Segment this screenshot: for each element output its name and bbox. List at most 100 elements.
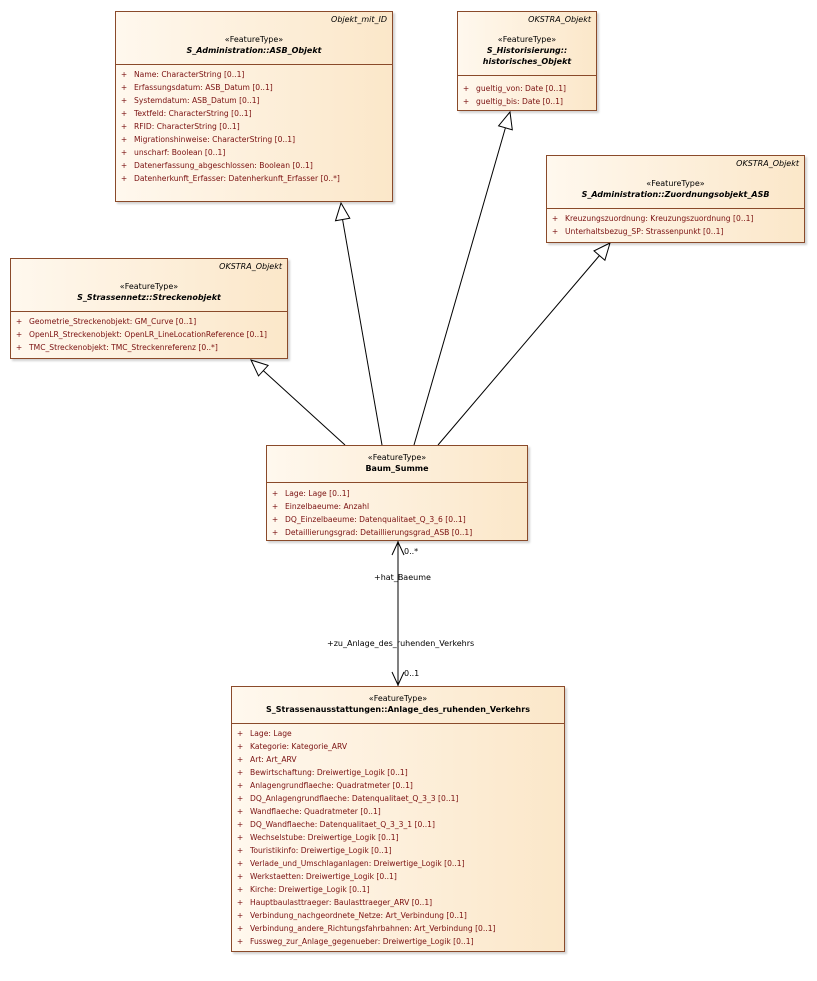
attribute-row: + Kreuzungszuordnung: Kreuzungszuordnung … <box>547 212 804 225</box>
attribute-row: +Bewirtschaftung: Dreiwertige_Logik [0..… <box>232 766 564 779</box>
visibility-marker: + <box>236 794 244 803</box>
attribute-list: + Lage: Lage [0..1] + Einzelbaeume: Anzahl… <box>267 487 527 539</box>
visibility-marker: + <box>120 122 128 131</box>
generalization-to-streckenobjekt <box>262 370 346 446</box>
attribute-text: Art: Art_ARV <box>250 755 297 764</box>
association-arrowhead-baum-summe <box>391 540 405 556</box>
visibility-marker: + <box>120 96 128 105</box>
visibility-marker: + <box>236 742 244 751</box>
attribute-text: Lage: Lage [0..1] <box>285 489 350 498</box>
visibility-marker: + <box>120 109 128 118</box>
attribute-row: +Datenherkunft_Erfasser: Datenherkunft_E… <box>116 172 392 185</box>
class-anlage-des-ruhenden-verkehrs[interactable]: «FeatureType» S_Strassenausstattungen::A… <box>231 686 565 952</box>
attribute-row: +Geometrie_Streckenobjekt: GM_Curve [0..… <box>11 315 287 328</box>
visibility-marker: + <box>236 859 244 868</box>
visibility-marker: + <box>120 135 128 144</box>
attribute-row: +Datenerfassung_abgeschlossen: Boolean [… <box>116 159 392 172</box>
visibility-marker: + <box>271 528 279 537</box>
visibility-marker: + <box>236 846 244 855</box>
visibility-marker: + <box>271 515 279 524</box>
attribute-row: +OpenLR_Streckenobjekt: OpenLR_LineLocat… <box>11 328 287 341</box>
generalization-arrowhead-historisches-objekt <box>497 110 513 131</box>
visibility-marker: + <box>551 214 559 223</box>
attribute-row: + Textfeld: CharacterString [0..1] <box>116 107 392 120</box>
attribute-text: Datenherkunft_Erfasser: Datenherkunft_Er… <box>134 174 340 183</box>
attribute-row: + Verlade_und_Umschlaganlagen: Dreiwertig… <box>232 857 564 870</box>
attribute-text: Migrationshinweise: CharacterString [0..… <box>134 135 296 144</box>
compartment-divider <box>232 723 564 724</box>
attribute-text: Textfeld: CharacterString [0..1] <box>134 109 252 118</box>
attribute-text: TMC_Streckenobjekt: TMC_Streckenreferenz… <box>29 343 218 352</box>
attribute-text: Verbindung_nachgeordnete_Netze: Art_Verb… <box>250 911 467 920</box>
attribute-text: Kategorie: Kategorie_ARV <box>250 742 348 751</box>
target-multiplicity-label: 0..1 <box>404 669 420 678</box>
attribute-row: + Kategorie: Kategorie_ARV <box>232 740 564 753</box>
compartment-divider <box>267 482 527 483</box>
visibility-marker: + <box>236 885 244 894</box>
attribute-row: + Lage: Lage <box>232 727 564 740</box>
source-role-label: +hat_Baeume <box>374 573 431 582</box>
visibility-marker: + <box>15 317 23 326</box>
attribute-row: + Migrationshinweise: CharacterString [0.… <box>116 133 392 146</box>
attribute-row: +Wechselstube: Dreiwertige_Logik [0..1] <box>232 831 564 844</box>
parent-class-label: OKSTRA_Objekt <box>219 262 282 271</box>
compartment-divider <box>458 75 596 76</box>
attribute-row: +Werkstaetten: Dreiwertige_Logik [0..1] <box>232 870 564 883</box>
class-streckenobjekt[interactable]: OKSTRA_Objekt «FeatureType» S_Strassenne… <box>10 258 288 359</box>
class-header: «FeatureType» Baum_Summe <box>267 452 527 474</box>
class-name: S_Administration::Zuordnungsobjekt_ASB <box>581 190 770 199</box>
attribute-text: DQ_Anlagengrundflaeche: Datenqualitaet_Q… <box>250 794 459 803</box>
visibility-marker: + <box>236 924 244 933</box>
class-historisches-objekt[interactable]: OKSTRA_Objekt «FeatureType» S_Historisie… <box>457 11 597 111</box>
attribute-text: Bewirtschaftung: Dreiwertige_Logik [0..1… <box>250 768 408 777</box>
class-name-line-2: historisches_Objekt <box>482 57 572 66</box>
attribute-text: gueltig_bis: Date [0..1] <box>476 97 563 106</box>
visibility-marker: + <box>462 97 470 106</box>
visibility-marker: + <box>236 781 244 790</box>
visibility-marker: + <box>271 502 279 511</box>
class-zuordnungsobjekt-asb[interactable]: OKSTRA_Objekt «FeatureType» S_Administra… <box>546 155 805 243</box>
attribute-text: Erfassungsdatum: ASB_Datum [0..1] <box>134 83 273 92</box>
visibility-marker: + <box>236 911 244 920</box>
attribute-text: DQ_Wandflaeche: Datenqualitaet_Q_3_3_1 [… <box>250 820 435 829</box>
attribute-text: Unterhaltsbezug_SP: Strassenpunkt [0..1] <box>565 227 724 236</box>
compartment-divider <box>11 311 287 312</box>
attribute-list: + Kreuzungszuordnung: Kreuzungszuordnung … <box>547 212 804 238</box>
attribute-row: +RFID: CharacterString [0..1] <box>116 120 392 133</box>
visibility-marker: + <box>551 227 559 236</box>
class-header: «FeatureType» S_Strassennetz::Streckenob… <box>11 281 287 303</box>
class-name-line-1: S_Historisierung:: <box>486 46 568 55</box>
visibility-marker: + <box>462 84 470 93</box>
attribute-text: Kirche: Dreiwertige_Logik [0..1] <box>250 885 370 894</box>
attribute-text: Verlade_und_Umschlaganlagen: Dreiwertige… <box>250 859 465 868</box>
visibility-marker: + <box>236 937 244 946</box>
attribute-list: +Geometrie_Streckenobjekt: GM_Curve [0..… <box>11 315 287 354</box>
class-header: «FeatureType» S_Administration::Zuordnun… <box>547 178 804 200</box>
attribute-text: unscharf: Boolean [0..1] <box>134 148 226 157</box>
attribute-row: +Art: Art_ARV <box>232 753 564 766</box>
attribute-row: +Systemdatum: ASB_Datum [0..1] <box>116 94 392 107</box>
attribute-row: +Name: CharacterString [0..1] <box>116 68 392 81</box>
visibility-marker: + <box>120 70 128 79</box>
stereotype-label: «FeatureType» <box>368 694 428 703</box>
class-name: S_Strassennetz::Streckenobjekt <box>77 293 221 302</box>
attribute-text: Touristikinfo: Dreiwertige_Logik [0..1] <box>250 846 392 855</box>
generalization-to-zuordnungsobjekt-asb <box>437 255 600 446</box>
visibility-marker: + <box>120 161 128 170</box>
class-baum-summe[interactable]: «FeatureType» Baum_Summe + Lage: Lage [0.… <box>266 445 528 541</box>
class-header: «FeatureType» S_Administration::ASB_Obje… <box>116 34 392 56</box>
generalization-to-asb-objekt <box>342 219 383 446</box>
visibility-marker: + <box>120 83 128 92</box>
visibility-marker: + <box>236 807 244 816</box>
attribute-text: Kreuzungszuordnung: Kreuzungszuordnung [… <box>565 214 754 223</box>
attribute-text: Werkstaetten: Dreiwertige_Logik [0..1] <box>250 872 397 881</box>
attribute-text: Lage: Lage <box>250 729 292 738</box>
class-asb-objekt[interactable]: Objekt_mit_ID «FeatureType» S_Administra… <box>115 11 393 202</box>
attribute-row: +DQ_Wandflaeche: Datenqualitaet_Q_3_3_1 … <box>232 818 564 831</box>
visibility-marker: + <box>236 729 244 738</box>
stereotype-label: «FeatureType» <box>367 453 427 462</box>
attribute-text: Einzelbaeume: Anzahl <box>285 502 370 511</box>
generalization-to-historisches-objekt <box>413 127 506 446</box>
attribute-row: +unscharf: Boolean [0..1] <box>116 146 392 159</box>
